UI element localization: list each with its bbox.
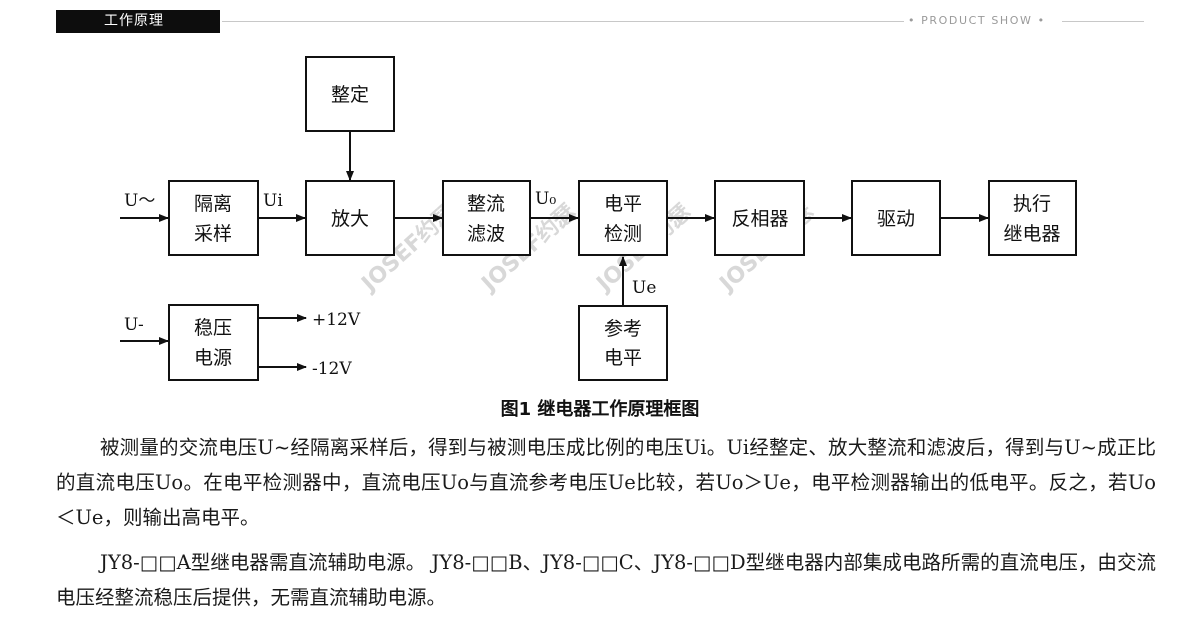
- node-rect-label-1: 整流: [467, 193, 505, 215]
- node-det-label-2: 检测: [604, 223, 642, 245]
- signal-ue-label: Ue: [632, 278, 656, 298]
- node-inv-box: [714, 180, 805, 256]
- node-rect-box: [442, 180, 531, 256]
- node-relay-label-2: 继电器: [1003, 223, 1060, 245]
- body-paragraph-1: 被测量的交流电压U~经隔离采样后，得到与被测电压成比例的电压Ui。Ui经整定、放…: [56, 436, 1156, 529]
- header-divider-left: [222, 21, 904, 22]
- signal-ui-label: Ui: [263, 191, 283, 211]
- node-relay-box: [988, 180, 1077, 256]
- node-det-box: [578, 180, 668, 256]
- connector-group: [120, 131, 989, 371]
- node-psu-box: [168, 304, 259, 381]
- signal-plus12-label: +12V: [312, 310, 361, 330]
- node-rect-label-2: 滤波: [467, 223, 505, 245]
- node-psu-label-1: 稳压: [194, 317, 232, 339]
- section-title-tab: 工作原理: [56, 10, 220, 33]
- signal-uo-label: U₀: [535, 189, 556, 209]
- signal-minus12-label: -12V: [312, 359, 352, 379]
- signal-dc-in-label: U-: [124, 315, 144, 335]
- signal-ac-in-label: U～: [124, 191, 155, 211]
- node-iso-label-1: 隔离: [194, 193, 232, 215]
- node-drv-label: 驱动: [877, 208, 915, 230]
- node-relay-label-1: 执行: [1013, 193, 1051, 215]
- node-drv-box: [851, 180, 941, 256]
- node-iso-box: [168, 180, 259, 256]
- product-show-label: • PRODUCT SHOW •: [908, 14, 1046, 27]
- node-ref-label-2: 电平: [604, 347, 642, 369]
- figure-caption: 图1 继电器工作原理框图: [500, 399, 700, 420]
- node-set-box: [305, 56, 395, 132]
- node-ref-box: [578, 305, 668, 381]
- node-iso-label-2: 采样: [194, 223, 232, 245]
- body-paragraph-2: JY8-□□A型继电器需直流辅助电源。 JY8-□□B、JY8-□□C、JY8-…: [56, 551, 1156, 609]
- node-det-label-1: 电平: [604, 193, 642, 215]
- node-amp-box: [305, 180, 395, 256]
- header-divider-right: [1062, 21, 1144, 22]
- node-amp-label: 放大: [331, 208, 369, 230]
- node-psu-label-2: 电源: [194, 347, 232, 369]
- node-inv-label: 反相器: [731, 208, 788, 230]
- node-set-label: 整定: [331, 84, 369, 106]
- node-ref-label-1: 参考: [604, 318, 642, 340]
- block-diagram: JOSEF约瑟 JOSEF约瑟 JOSEF约瑟 JOSEF约瑟 整定 隔离: [120, 56, 1077, 381]
